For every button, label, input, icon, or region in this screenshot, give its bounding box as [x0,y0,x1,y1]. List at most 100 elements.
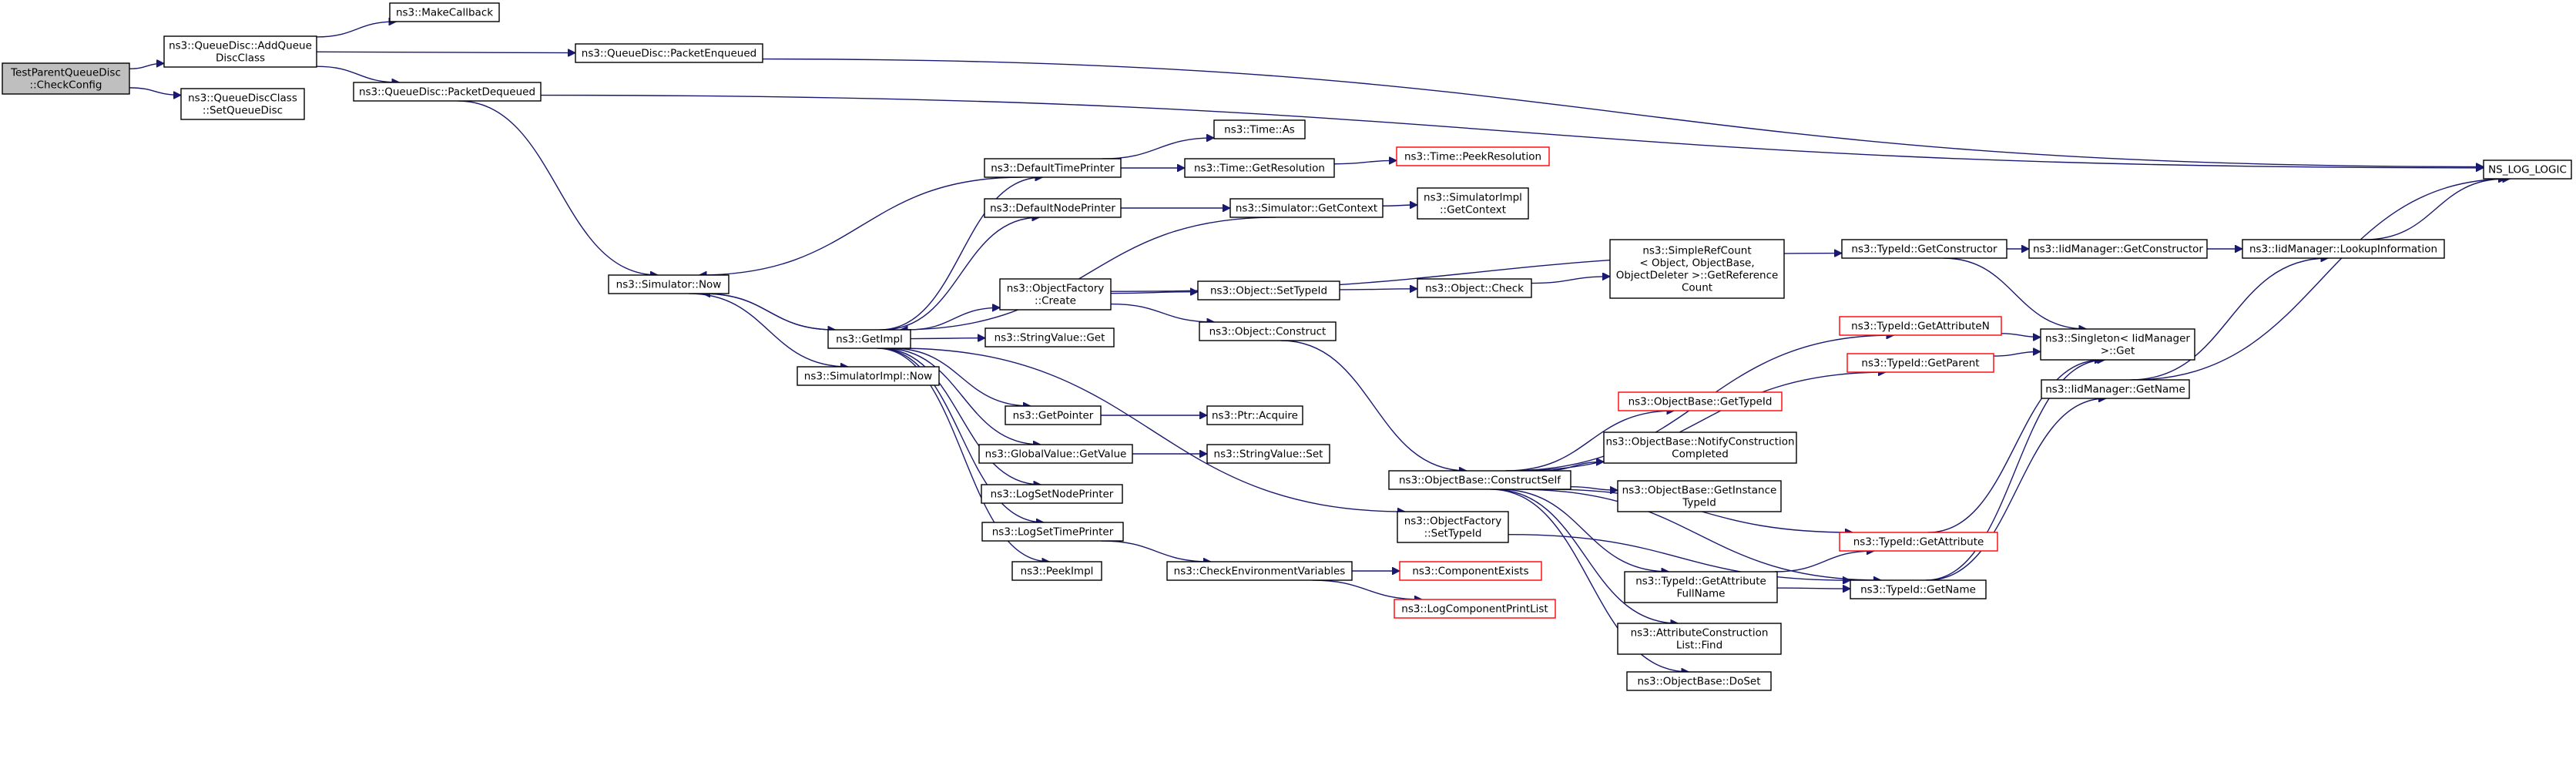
node-box[interactable] [1396,146,1550,166]
node-box[interactable] [984,198,1122,218]
node-box[interactable] [1846,353,1994,373]
node-box[interactable] [1005,405,1102,425]
node-box[interactable] [1624,571,1778,603]
node-obdoset[interactable]: ns3::ObjectBase::DoSet [1626,671,1772,691]
node-compexists[interactable]: ns3::ComponentExists [1399,561,1542,581]
node-pktdeq[interactable]: ns3::QueueDisc::PacketDequeued [353,82,542,102]
node-box[interactable] [1841,239,2007,259]
node-box[interactable] [1197,280,1340,301]
node-box[interactable] [353,82,542,102]
node-box[interactable] [1206,405,1303,425]
node-gvgetvalue[interactable]: ns3::GlobalValue::GetValue [978,444,1133,464]
node-box[interactable] [1199,321,1337,341]
node-box[interactable] [2483,159,2572,180]
node-box[interactable] [1229,198,1384,218]
node-box[interactable] [984,327,1115,348]
node-timepeekres[interactable]: ns3::Time::PeekResolution [1396,146,1550,166]
node-makecb[interactable]: ns3::MakeCallback [389,2,500,22]
node-logcompprint[interactable]: ns3::LogComponentPrintList [1394,599,1556,619]
node-logsetnp[interactable]: ns3::LogSetNodePrinter [981,484,1123,504]
node-box[interactable] [1011,561,1102,581]
node-obnotify[interactable]: ns3::ObjectBase::NotifyConstructionCompl… [1603,431,1797,464]
node-checkenv[interactable]: ns3::CheckEnvironmentVariables [1166,561,1353,581]
node-box[interactable] [1626,671,1772,691]
node-tidgetname[interactable]: ns3::TypeId::GetName [1850,579,1987,599]
node-box[interactable] [1397,511,1509,543]
node-objfsettid[interactable]: ns3::ObjectFactory::SetTypeId [1397,511,1509,543]
node-defnp[interactable]: ns3::DefaultNodePrinter [984,198,1122,218]
node-ptracquire[interactable]: ns3::Ptr::Acquire [1206,405,1303,425]
node-box[interactable] [1394,599,1556,619]
node-box[interactable] [1617,623,1782,655]
node-box[interactable] [978,444,1133,464]
node-objsettid[interactable]: ns3::Object::SetTypeId [1197,280,1340,301]
node-box[interactable] [2,62,130,95]
node-box[interactable] [1417,278,1532,298]
node-box[interactable] [180,88,305,120]
node-box[interactable] [1206,444,1330,464]
node-box[interactable] [1603,431,1797,464]
node-box[interactable] [1839,316,2002,336]
node-obconstructself[interactable]: ns3::ObjectBase::ConstructSelf [1388,470,1571,490]
node-box[interactable] [163,35,317,68]
node-tidgetattrn[interactable]: ns3::TypeId::GetAttributeN [1839,316,2002,336]
node-box[interactable] [984,158,1122,178]
node-strvset[interactable]: ns3::StringValue::Set [1206,444,1330,464]
node-box[interactable] [2028,239,2208,259]
node-objfcreate[interactable]: ns3::ObjectFactory::Create [999,278,1112,311]
node-root[interactable]: TestParentQueueDisc::CheckConfig [2,62,130,95]
node-pktenq[interactable]: ns3::QueueDisc::PacketEnqueued [575,43,763,63]
node-box[interactable] [2242,239,2445,259]
node-box[interactable] [1388,470,1571,490]
node-singleton[interactable]: ns3::Singleton< IidManager>::Get [2040,328,2195,361]
node-box[interactable] [981,484,1123,504]
node-box[interactable] [797,366,940,386]
node-simplerefcount[interactable]: ns3::SimpleRefCount< Object, ObjectBase,… [1609,239,1785,299]
node-box[interactable] [389,2,500,22]
node-strvget[interactable]: ns3::StringValue::Get [984,327,1115,348]
node-simgetctx[interactable]: ns3::Simulator::GetContext [1229,198,1384,218]
node-simimplnow[interactable]: ns3::SimulatorImpl::Now [797,366,940,386]
node-iidgetname[interactable]: ns3::IidManager::GetName [2041,379,2190,399]
node-box[interactable] [1417,187,1529,220]
node-iidgetctor[interactable]: ns3::IidManager::GetConstructor [2028,239,2208,259]
node-nslog[interactable]: NS_LOG_LOGIC [2483,159,2572,180]
node-box[interactable] [1166,561,1353,581]
node-box[interactable] [575,43,763,63]
node-timegetres[interactable]: ns3::Time::GetResolution [1184,158,1335,178]
node-box[interactable] [1609,239,1785,299]
node-deftp[interactable]: ns3::DefaultTimePrinter [984,158,1122,178]
node-box[interactable] [827,329,911,349]
node-getptr[interactable]: ns3::GetPointer [1005,405,1102,425]
node-box[interactable] [608,274,730,294]
node-box[interactable] [2041,379,2190,399]
node-simimplgetctx[interactable]: ns3::SimulatorImpl::GetContext [1417,187,1529,220]
node-setqd[interactable]: ns3::QueueDiscClass::SetQueueDisc [180,88,305,120]
node-tidgetctor[interactable]: ns3::TypeId::GetConstructor [1841,239,2007,259]
node-box[interactable] [1617,480,1782,512]
node-box[interactable] [1839,532,1998,552]
node-obgettid[interactable]: ns3::ObjectBase::GetTypeId [1618,391,1783,411]
node-objconstruct[interactable]: ns3::Object::Construct [1199,321,1337,341]
node-peekimpl[interactable]: ns3::PeekImpl [1011,561,1102,581]
node-tidgetparent[interactable]: ns3::TypeId::GetParent [1846,353,1994,373]
node-box[interactable] [1850,579,1987,599]
node-objcheck[interactable]: ns3::Object::Check [1417,278,1532,298]
node-box[interactable] [1399,561,1542,581]
node-box[interactable] [1184,158,1335,178]
node-box[interactable] [2040,328,2195,361]
node-box[interactable] [1213,119,1306,139]
node-timeas[interactable]: ns3::Time::As [1213,119,1306,139]
node-getimpl[interactable]: ns3::GetImpl [827,329,911,349]
node-box[interactable] [999,278,1112,311]
node-iidlookup[interactable]: ns3::IidManager::LookupInformation [2242,239,2445,259]
node-box[interactable] [1618,391,1783,411]
node-tidgetattr[interactable]: ns3::TypeId::GetAttribute [1839,532,1998,552]
node-simnow[interactable]: ns3::Simulator::Now [608,274,730,294]
node-box[interactable] [981,522,1124,542]
node-logsettp[interactable]: ns3::LogSetTimePrinter [981,522,1124,542]
